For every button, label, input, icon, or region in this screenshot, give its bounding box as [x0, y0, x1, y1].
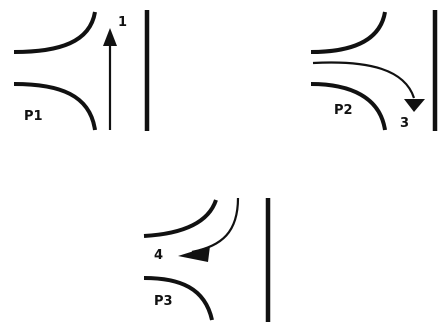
arrow-left-icon: [178, 246, 210, 262]
panel-p2: 3 P2: [310, 10, 438, 131]
position-label: P1: [24, 109, 43, 124]
lower-road-edge: [13, 82, 97, 131]
upper-road-edge: [310, 11, 387, 54]
upper-road-edge: [13, 11, 97, 54]
arrow-label: 3: [400, 116, 409, 131]
panel-p1: 1 P1: [13, 10, 150, 131]
arrow-down-icon: [404, 99, 425, 112]
lower-road-edge: [310, 82, 387, 131]
position-label: P2: [334, 103, 353, 118]
arrow-label: 4: [154, 248, 163, 263]
arrow-up-icon: [103, 28, 117, 46]
lower-road-edge: [143, 276, 214, 321]
upper-road-edge: [143, 199, 218, 238]
position-label: P3: [154, 294, 173, 309]
arrow-label: 1: [118, 15, 127, 30]
panel-p3: 4 P3: [143, 197, 271, 322]
right-turn-arrow-path: [312, 61, 416, 99]
